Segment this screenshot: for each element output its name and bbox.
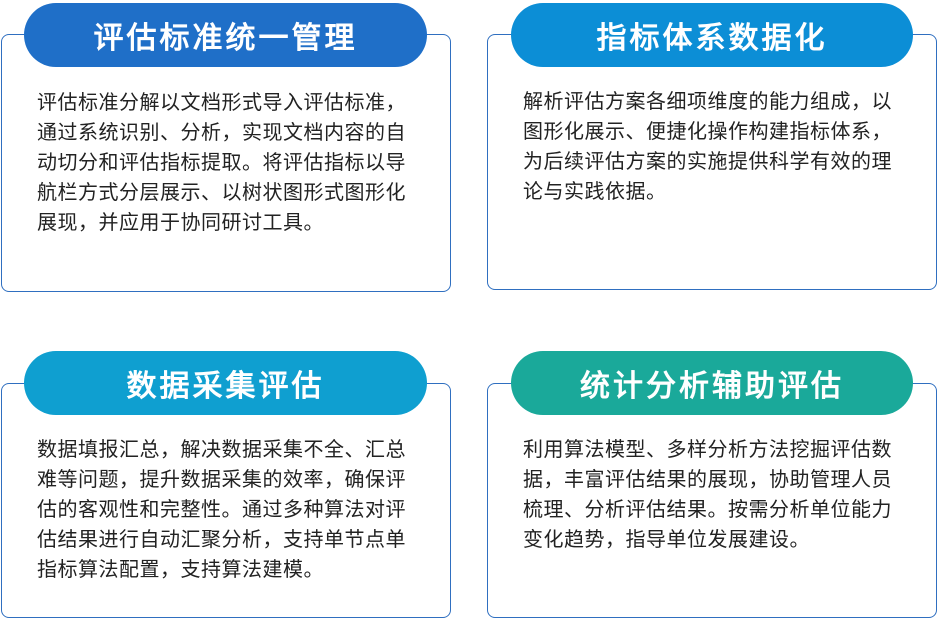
card-data-collection	[1, 383, 451, 618]
card-text-data-collection: 数据填报汇总，解决数据采集不全、汇总难等问题，提升数据采集的效率，确保评估的客观…	[37, 437, 406, 581]
card-title-standard-management: 评估标准统一管理	[24, 3, 427, 67]
card-text-indicator-system: 解析评估方案各细项维度的能力组成，以图形化展示、便捷化操作构建指标体系，为后续评…	[523, 89, 892, 203]
card-statistical-analysis	[487, 383, 937, 618]
card-title-indicator-system: 指标体系数据化	[511, 3, 913, 67]
card-standard-management	[1, 34, 451, 292]
card-indicator-system	[487, 34, 937, 290]
card-title-data-collection: 数据采集评估	[24, 351, 427, 415]
card-title-statistical-analysis: 统计分析辅助评估	[511, 351, 913, 415]
card-text-statistical-analysis: 利用算法模型、多样分析方法挖掘评估数据，丰富评估结果的展现，协助管理人员梳理、分…	[523, 437, 892, 551]
card-text-standard-management: 评估标准分解以文档形式导入评估标准，通过系统识别、分析，实现文档内容的自动切分和…	[37, 90, 406, 234]
